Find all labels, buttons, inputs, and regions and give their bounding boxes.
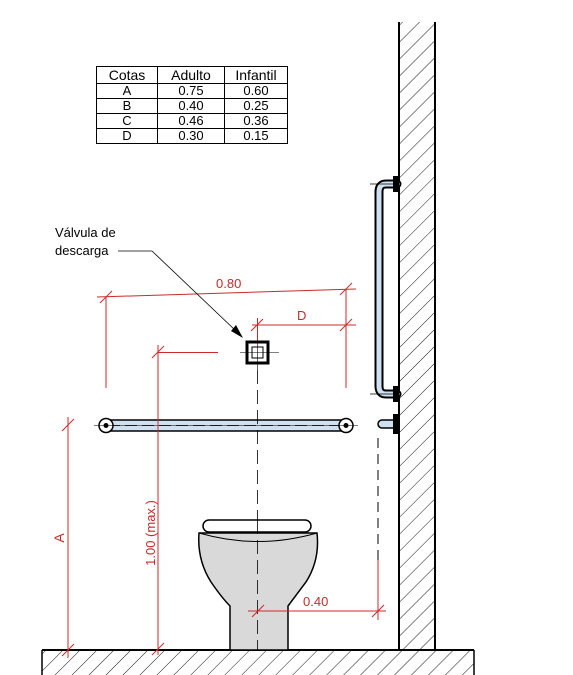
table-row: D 0.30 0.15 (96, 128, 288, 144)
table-cell: A (96, 83, 158, 99)
table-row: C 0.46 0.36 (96, 113, 288, 129)
table-cell: C (96, 113, 158, 129)
toilet (198, 519, 319, 651)
valve-label-line1: Válvula de (55, 225, 116, 240)
dimension-040-label: 0.40 (303, 594, 328, 609)
table-cell: 0.46 (157, 113, 225, 129)
flush-valve (240, 336, 279, 370)
valve-label-line2: descarga (55, 243, 109, 258)
wall (398, 22, 436, 650)
dimension-d-label: D (297, 308, 306, 323)
table-cell: 0.40 (157, 98, 225, 114)
table-cell: 0.75 (157, 83, 225, 99)
table-cell: 0.30 (157, 128, 225, 144)
table-row: A 0.75 0.60 (96, 83, 288, 99)
vertical-grab-bar (370, 176, 402, 402)
table-cell: 0.15 (224, 128, 288, 144)
table-cell: 0.36 (224, 113, 288, 129)
table-row: B 0.40 0.25 (96, 98, 288, 114)
table-cell: D (96, 128, 158, 144)
dimension-a-label: A (51, 533, 67, 543)
dimensions-table: Cotas Adulto Infantil A 0.75 0.60 B 0.40… (96, 66, 288, 144)
side-bar-profile (377, 414, 400, 600)
dimension-080-label: 0.80 (216, 276, 241, 291)
valve-leader (118, 250, 243, 338)
table-header: Cotas (96, 66, 158, 84)
table-cell: 0.60 (224, 83, 288, 99)
horizontal-grab-bar (94, 417, 358, 434)
table-cell: 0.25 (224, 98, 288, 114)
dimension-lines (61, 282, 386, 658)
table-header: Adulto (157, 66, 225, 84)
table-header-row: Cotas Adulto Infantil (96, 66, 288, 84)
dimension-100-label: 1.00 (max.) (143, 500, 158, 566)
table-header: Infantil (224, 66, 288, 84)
table-cell: B (96, 98, 158, 114)
floor (41, 649, 475, 675)
